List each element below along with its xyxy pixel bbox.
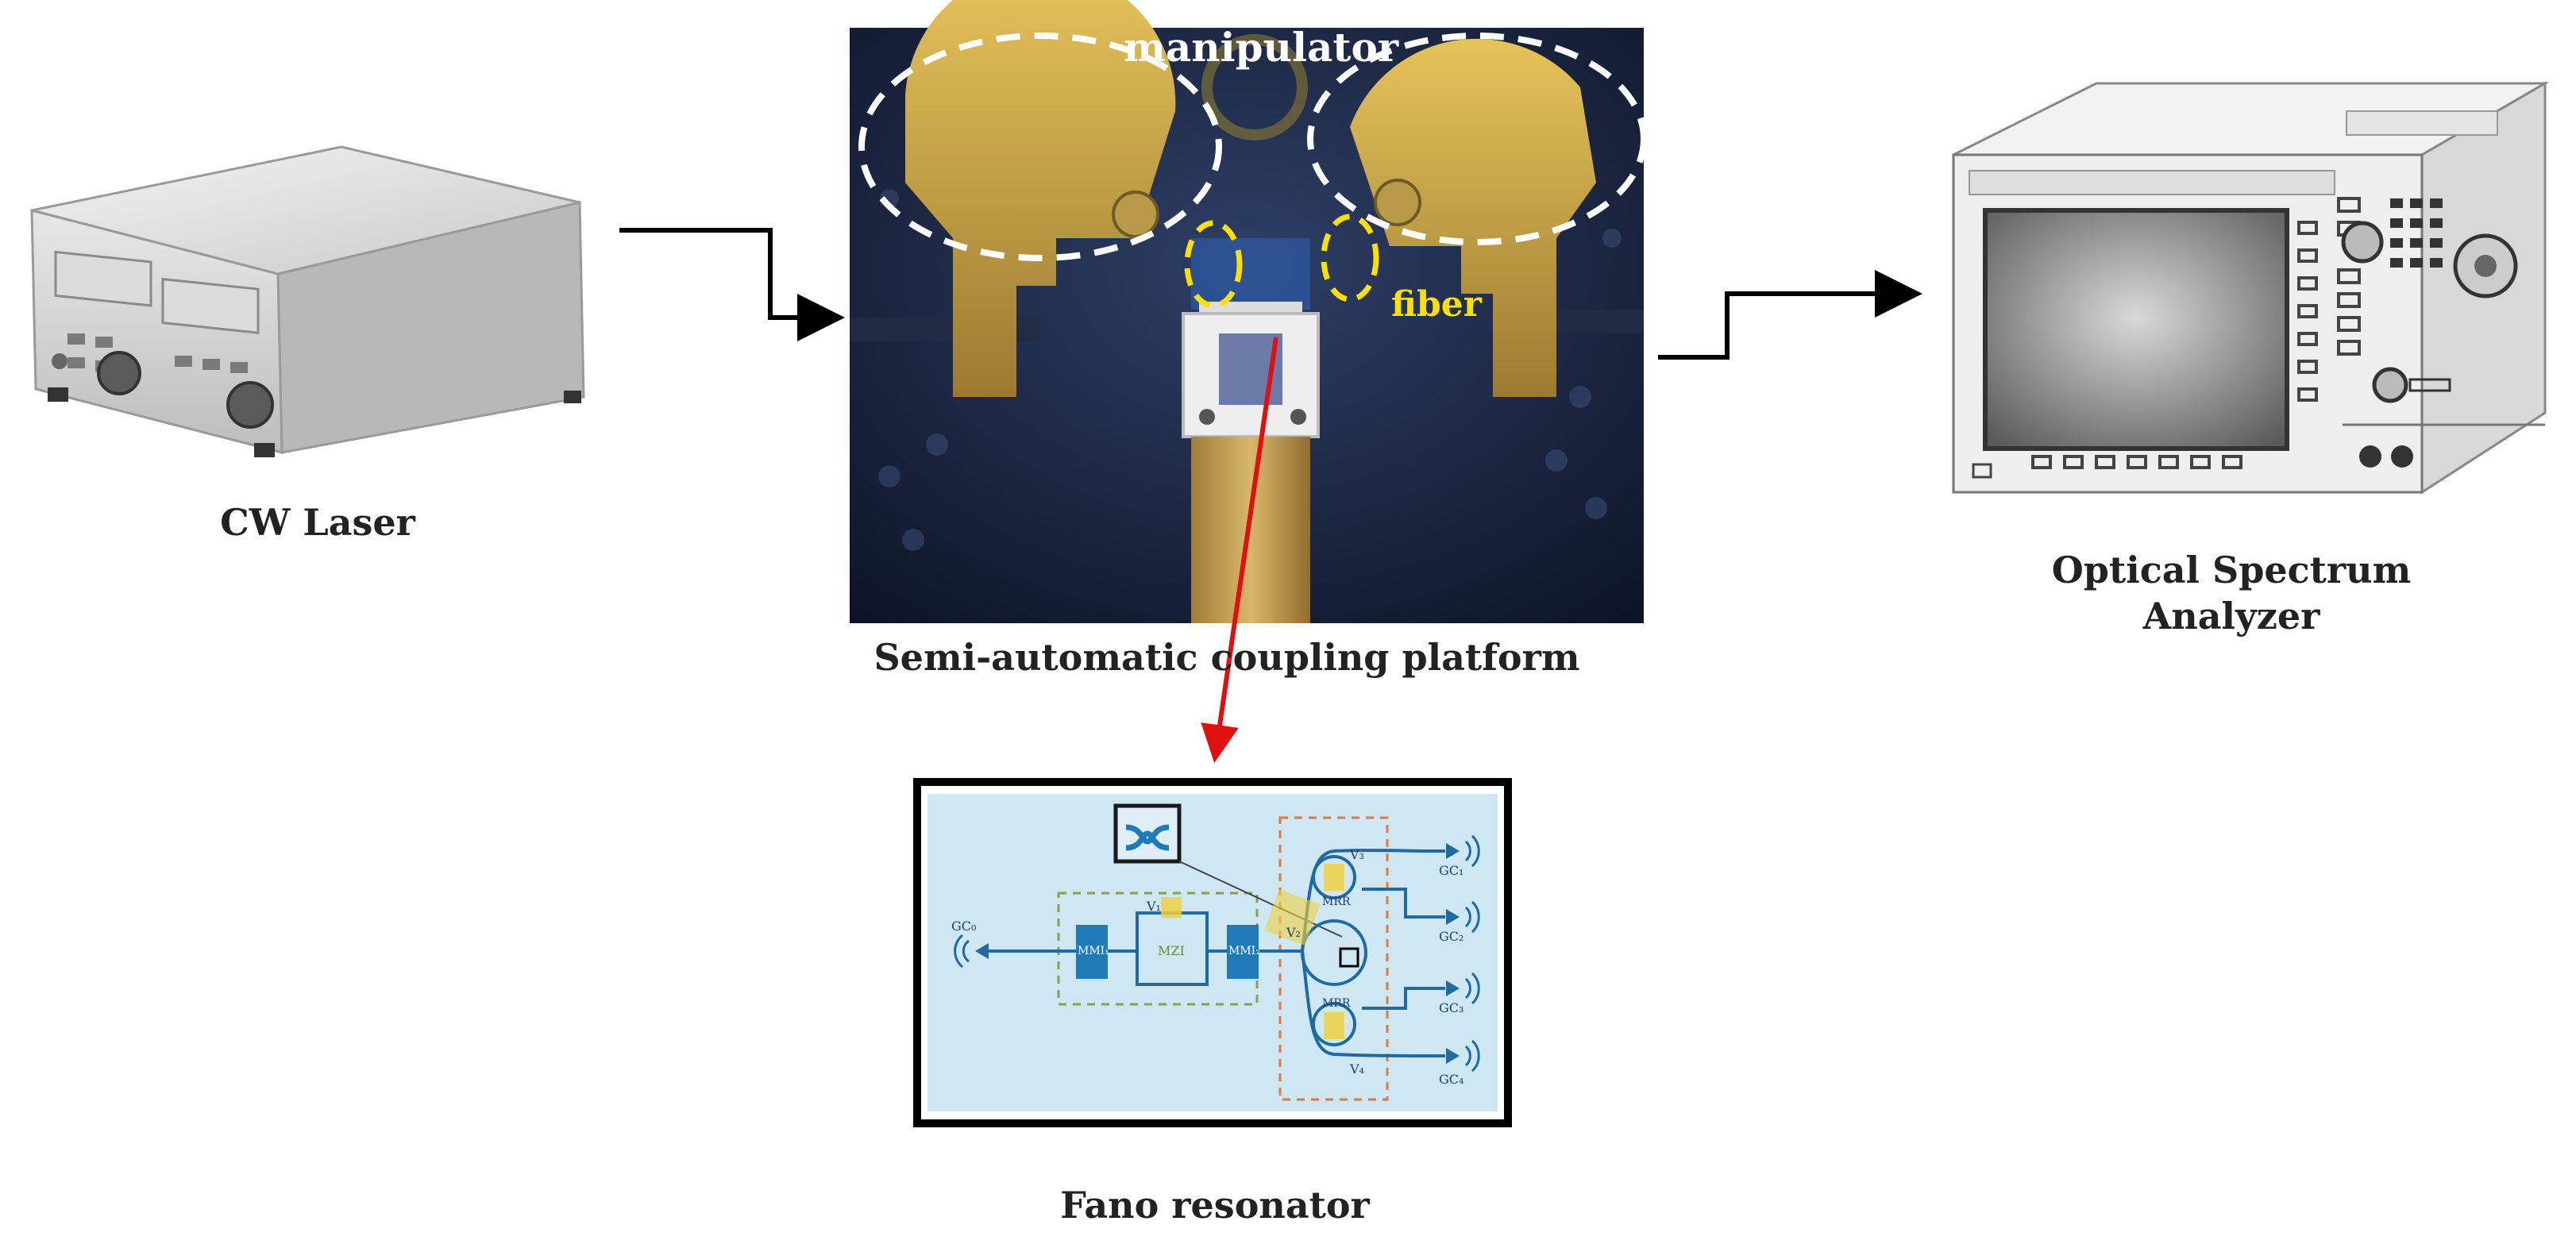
cw-laser-caption: CW Laser [220, 501, 415, 544]
gc2-label: GC₂ [1439, 929, 1463, 944]
fano-resonator-caption: Fano resonator [1060, 1184, 1370, 1227]
fano-resonator-chip: GC₀ MMI₁ MZI MMI₂ V₁ V₂ V₃ V₄ MRR MRR GC… [913, 778, 1512, 1127]
mrr-top-label: MRR [1322, 896, 1351, 908]
v2-label: V₂ [1286, 925, 1301, 940]
laser-to-platform-arrow [619, 228, 845, 341]
osa-caption-line2: Analyzer [2142, 594, 2320, 637]
connection-arrows [619, 228, 1922, 763]
mmi2-label: MMI₂ [1228, 945, 1260, 957]
v3-label: V₃ [1349, 847, 1364, 862]
v4-label: V₄ [1349, 1061, 1364, 1077]
mzi-label: MZI [1158, 943, 1185, 958]
coupling-platform-caption: Semi-automatic coupling platform [873, 636, 1580, 679]
osa-caption-line1: Optical Spectrum [2051, 549, 2412, 591]
osa-caption: Optical Spectrum Analyzer [1922, 548, 2541, 639]
v1-label: V₁ [1146, 899, 1161, 914]
chip-probe-arrow [1201, 337, 1278, 763]
cw-laser-device [30, 145, 585, 457]
mmi1-label: MMI₁ [1078, 945, 1109, 957]
gc1-label: GC₁ [1439, 863, 1463, 878]
manipulator-label: manipulator [1124, 24, 1399, 71]
platform-to-osa-arrow [1658, 270, 1922, 360]
fiber-markers [1184, 214, 1379, 309]
manipulator-markers [858, 33, 1647, 261]
mrr-dashed-box [1278, 816, 1389, 1101]
gc4-label: GC₄ [1439, 1072, 1463, 1087]
mzi-dashed-box [1057, 892, 1259, 1006]
optical-spectrum-analyzer-device [1952, 81, 2550, 495]
gc0-label: GC₀ [951, 919, 976, 934]
fiber-label: fiber [1391, 284, 1482, 325]
gc3-label: GC₃ [1439, 1000, 1463, 1015]
mrr-bottom-label: MRR [1322, 997, 1351, 1010]
